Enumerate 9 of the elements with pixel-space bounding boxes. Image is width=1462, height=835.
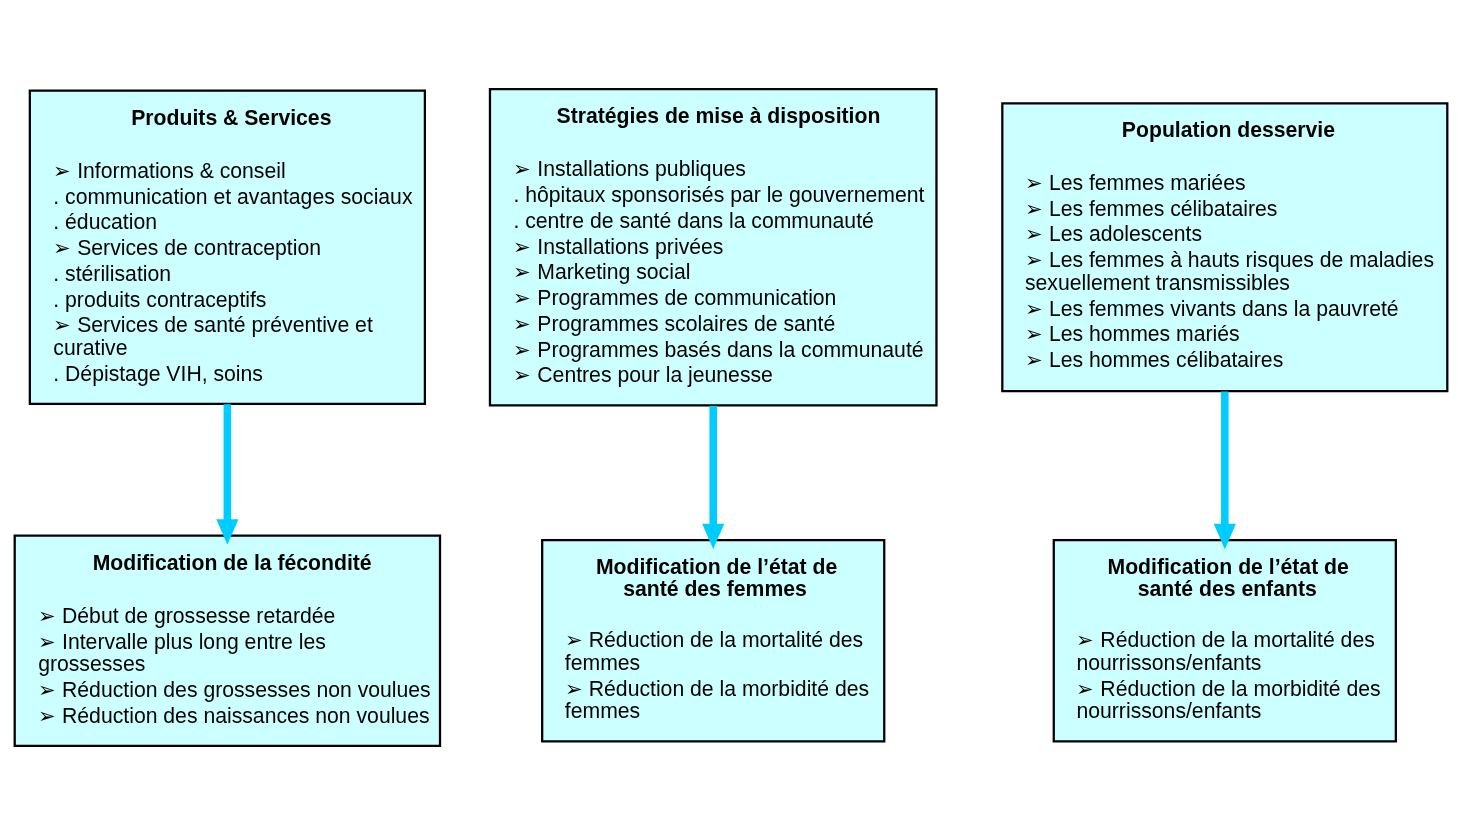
node-box: Modification de l’état de santé des femmes ➢ Réduction de la mortalité des femmes ➢ Réduction de la morbidité des femmes <box>541 538 886 743</box>
node-box: Produits & Services ➢ Informations & conseil . communication et avantages sociaux . éducation ➢ Services de contraception . stérilisation . produits contraceptifs ➢ Services de santé préventive et curative . Dépistage VIH, soins <box>28 89 426 405</box>
node-box: Modification de l’état de santé des enfants ➢ Réduction de la mortalité des nourrissons/enfants ➢ Réduction de la morbidité des nourrissons/enfants <box>1052 538 1397 743</box>
node-box: Population desservie ➢ Les femmes mariées ➢ Les femmes célibataires ➢ Les adolescents ➢ Les femmes à hauts risques de maladies sexuellement transmissibles ➢ Les femmes vivants dans la pauvreté ➢ Les hommes mariés ➢ Les hommes célibataires <box>1001 102 1449 393</box>
node-box: Stratégies de mise à disposition ➢ Installations publiques . hôpitaux sponsorisés par le gouvernement . centre de santé dans la communauté ➢ Installations privées ➢ Marketing social ➢ Programmes de communication ➢ Programmes scolaires de santé ➢ Programmes basés dans la communauté ➢ Centres pour la jeunesse <box>488 87 938 407</box>
arrow <box>216 404 239 545</box>
arrow <box>702 405 725 550</box>
node-box: Modification de la fécondité ➢ Début de grossesse retardée ➢ Intervalle plus long entre les grossesses ➢ Réduction des grossesses non voulues ➢ Réduction des naissances non voulues <box>13 534 442 748</box>
arrow <box>1213 391 1236 550</box>
